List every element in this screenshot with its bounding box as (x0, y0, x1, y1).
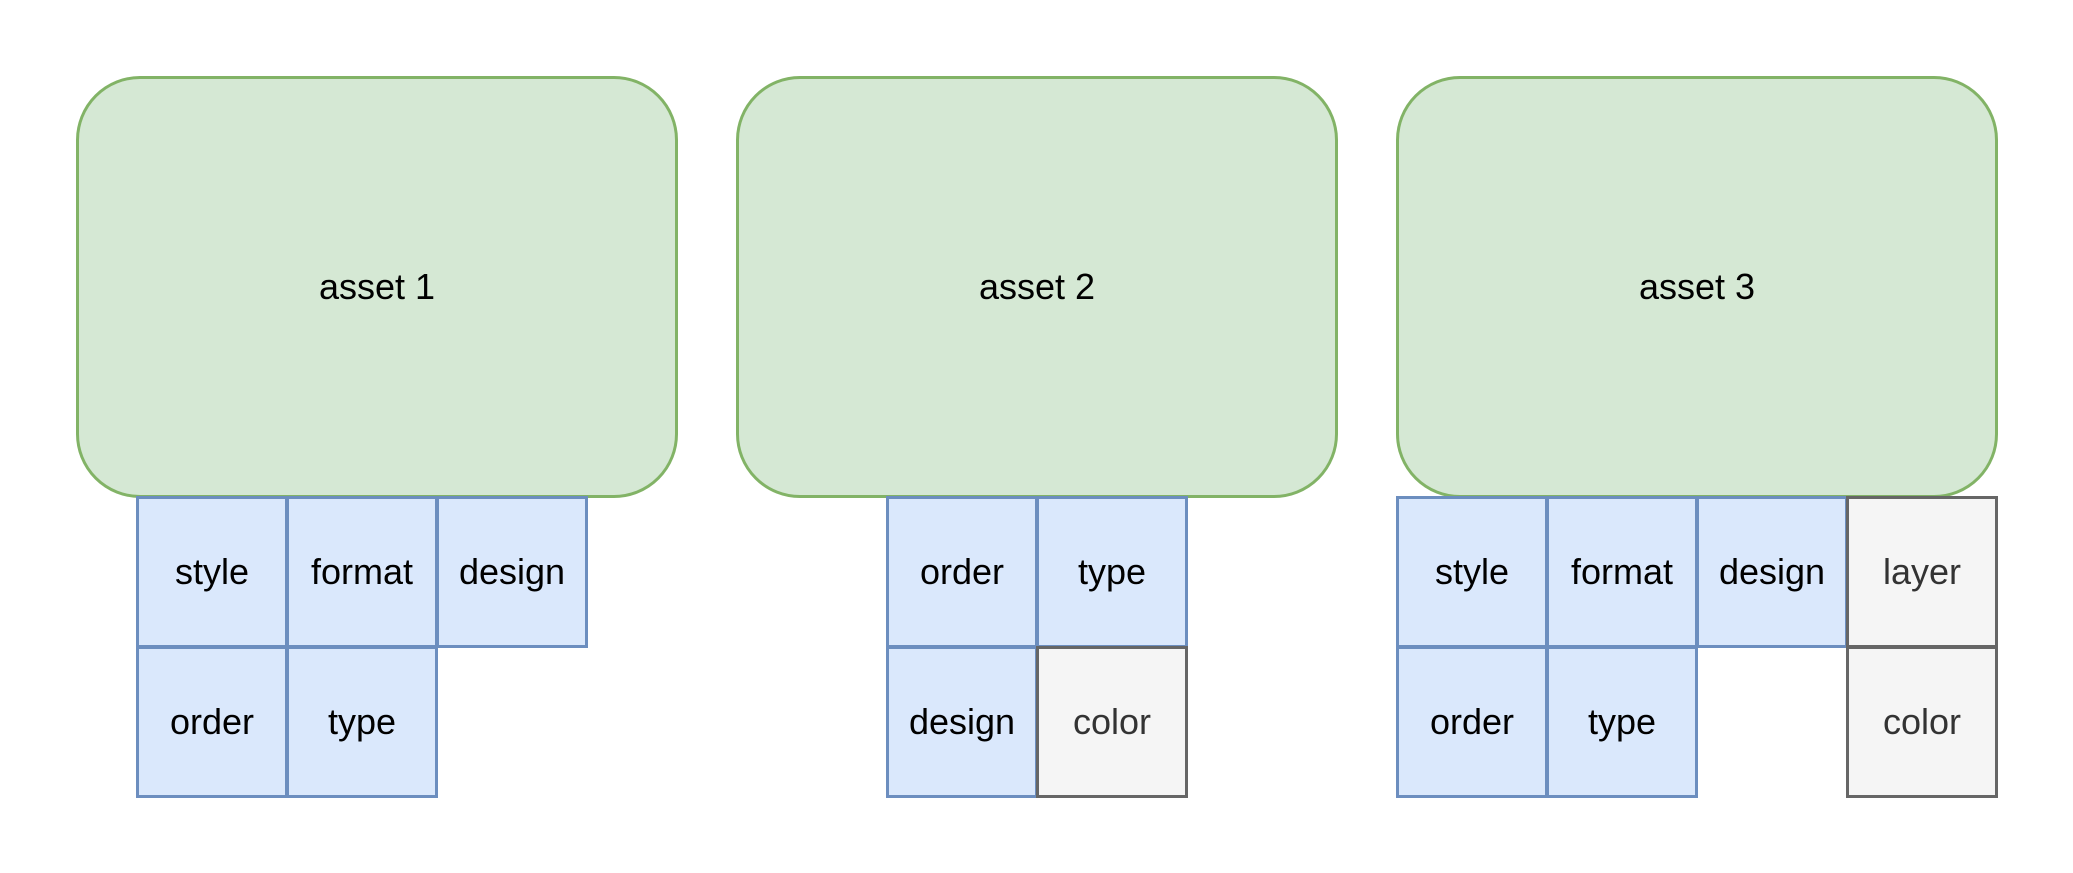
tag-order[interactable]: order (886, 496, 1038, 648)
tag-format[interactable]: format (286, 496, 438, 648)
tag-design[interactable]: design (436, 496, 588, 648)
asset-box-1[interactable]: asset 1 (76, 76, 678, 498)
tag-type[interactable]: type (1036, 496, 1188, 648)
asset-label: asset 2 (978, 266, 1096, 307)
asset-box-3[interactable]: asset 3 (1396, 76, 1998, 498)
asset-label: asset 1 (318, 266, 436, 307)
tag-color[interactable]: color (1846, 646, 1998, 798)
tag-format[interactable]: format (1546, 496, 1698, 648)
tag-design[interactable]: design (1696, 496, 1848, 648)
tag-type[interactable]: type (1546, 646, 1698, 798)
asset-label: asset 3 (1638, 266, 1756, 307)
asset-box-2[interactable]: asset 2 (736, 76, 1338, 498)
tag-style[interactable]: style (1396, 496, 1548, 648)
tag-layer[interactable]: layer (1846, 496, 1998, 648)
tag-design[interactable]: design (886, 646, 1038, 798)
tag-order[interactable]: order (1396, 646, 1548, 798)
tag-order[interactable]: order (136, 646, 288, 798)
tag-color[interactable]: color (1036, 646, 1188, 798)
tag-type[interactable]: type (286, 646, 438, 798)
tag-style[interactable]: style (136, 496, 288, 648)
